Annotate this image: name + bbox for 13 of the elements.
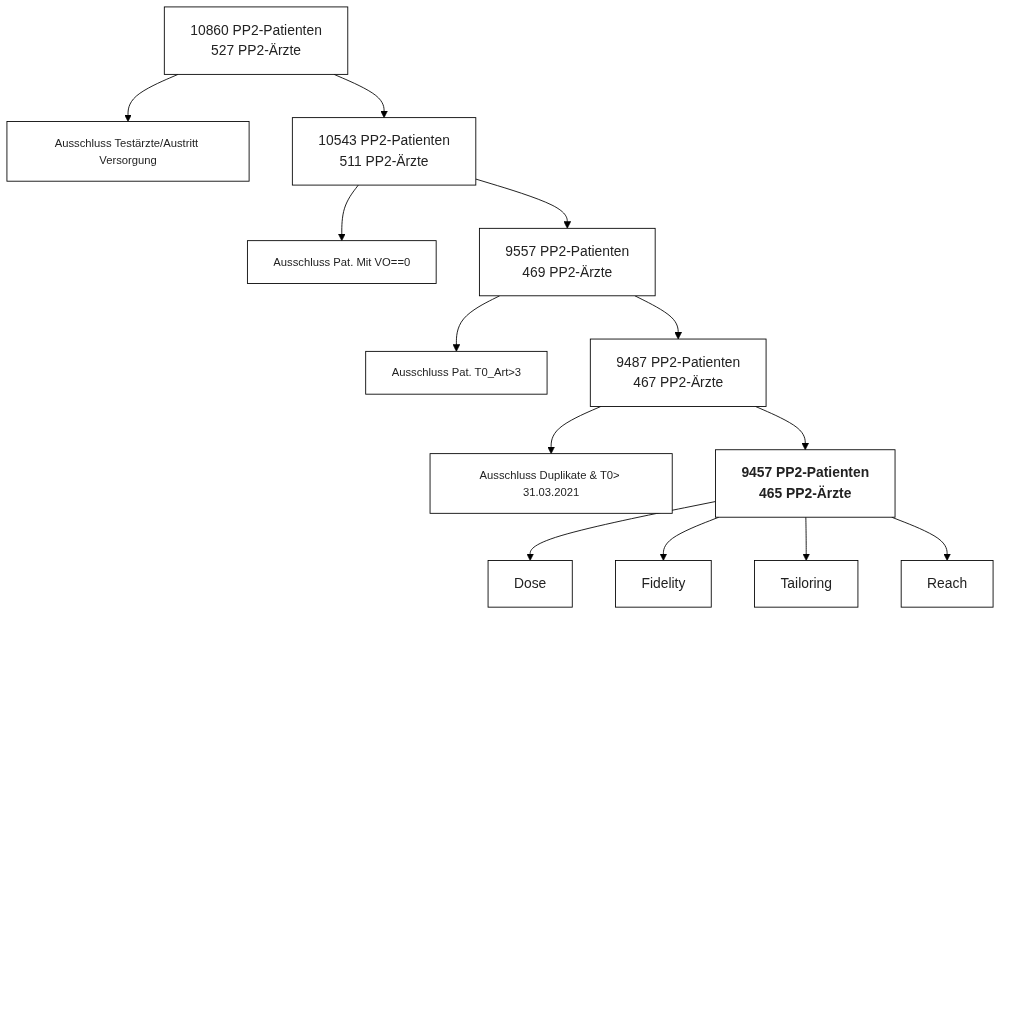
node-box: Dose: [487, 560, 573, 608]
node-box: Fidelity: [615, 560, 712, 608]
node-box: Ausschluss Testärzte/Austritt Versorgung: [6, 121, 250, 182]
node-box: 9487 PP2-Patienten 467 PP2-Ärzte: [589, 338, 767, 407]
node-box: 9457 PP2-Patienten 465 PP2-Ärzte: [715, 449, 896, 518]
node-box: 10543 PP2-Patienten 511 PP2-Ärzte: [291, 117, 477, 186]
node-box: Reach: [900, 560, 994, 608]
node-box: Ausschluss Duplikate & T0> 31.03.2021: [429, 453, 673, 514]
node-box: 10860 PP2-Patienten 527 PP2-Ärzte: [163, 6, 349, 75]
node-box: Tailoring: [754, 560, 859, 608]
node-box: Ausschluss Pat. T0_Art>3: [365, 350, 548, 395]
node-box: Ausschluss Pat. Mit VO==0: [247, 240, 437, 284]
node-box: 9557 PP2-Patienten 469 PP2-Ärzte: [478, 227, 656, 297]
